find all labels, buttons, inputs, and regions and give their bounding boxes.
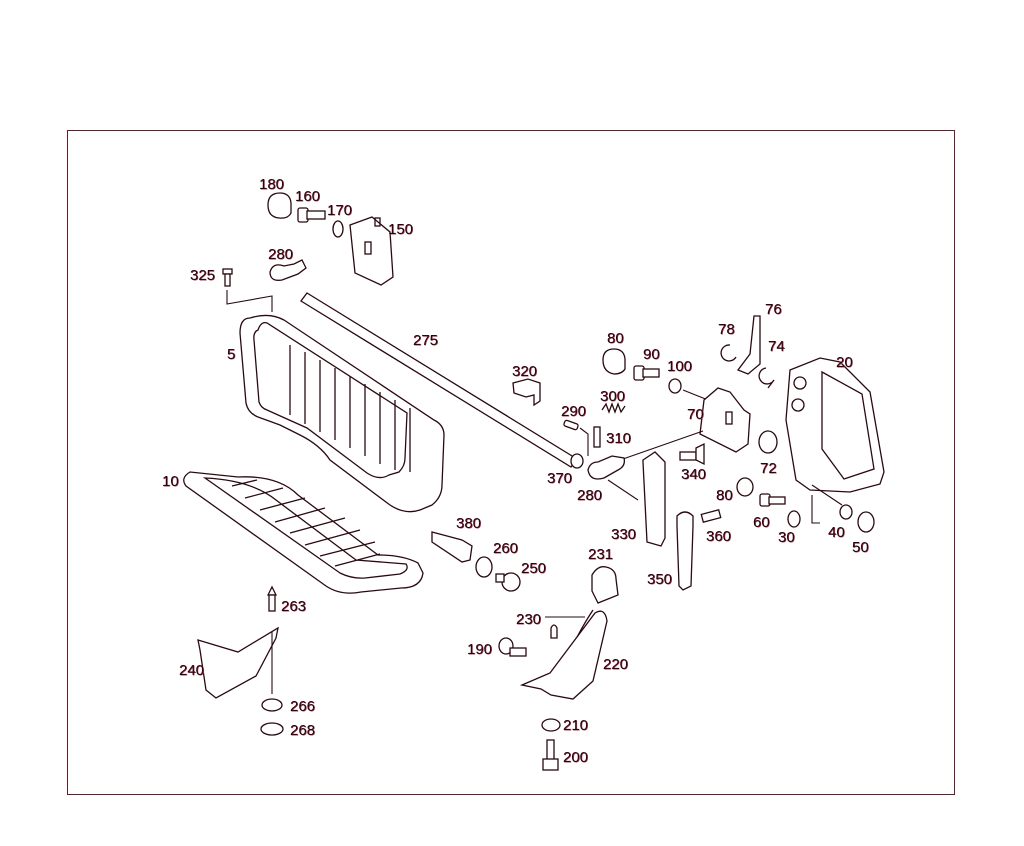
part-label-74[interactable]: 74 (768, 338, 785, 355)
grommet-72-icon (758, 430, 778, 454)
part-label-80[interactable]: 80 (716, 487, 733, 504)
part-label-260[interactable]: 260 (493, 540, 519, 557)
bushing-50-icon (857, 511, 875, 533)
mount-266-icon (261, 698, 283, 712)
washer-268-icon (260, 722, 284, 736)
housing-20-icon (785, 357, 885, 493)
tailgate-panel-5-icon (239, 314, 445, 513)
cap-nut-80-icon (602, 348, 626, 375)
part-label-275[interactable]: 275 (413, 332, 439, 349)
part-label-290[interactable]: 290 (561, 403, 587, 420)
bolt-200-icon (542, 739, 559, 771)
part-label-300[interactable]: 300 (600, 388, 626, 405)
part-label-325[interactable]: 325 (190, 267, 216, 284)
part-label-263[interactable]: 263 (281, 598, 307, 615)
part-label-50[interactable]: 50 (852, 539, 869, 556)
part-label-70[interactable]: 70 (687, 406, 704, 423)
part-label-80[interactable]: 80 (607, 330, 624, 347)
part-label-90[interactable]: 90 (643, 346, 660, 363)
part-label-190[interactable]: 190 (467, 641, 493, 658)
clip-320-icon (512, 378, 541, 407)
part-label-268[interactable]: 268 (290, 722, 316, 739)
floor-panel-10-icon (183, 471, 424, 594)
part-label-5[interactable]: 5 (227, 346, 236, 363)
lever-350-icon (676, 511, 694, 591)
cap-nut-180-icon (267, 192, 292, 219)
part-label-220[interactable]: 220 (603, 656, 629, 673)
bracket-240-icon (197, 626, 279, 699)
part-label-10[interactable]: 10 (162, 473, 179, 490)
plate-150-icon (349, 216, 394, 286)
bushing-370-icon (570, 453, 584, 469)
screw-325-icon (222, 268, 233, 287)
part-label-340[interactable]: 340 (681, 466, 707, 483)
part-label-360[interactable]: 360 (706, 528, 732, 545)
part-label-160[interactable]: 160 (295, 188, 321, 205)
washer-260-icon (475, 556, 493, 578)
bolt-60-icon (759, 493, 786, 507)
part-label-240[interactable]: 240 (179, 662, 205, 679)
lever-280b-icon (587, 455, 626, 480)
part-label-231[interactable]: 231 (588, 546, 614, 563)
washer-210-icon (541, 718, 561, 732)
pin-360-icon (700, 509, 722, 523)
part-label-330[interactable]: 330 (611, 526, 637, 543)
screw-340-icon (679, 442, 705, 466)
part-label-170[interactable]: 170 (327, 202, 353, 219)
part-label-310[interactable]: 310 (606, 430, 632, 447)
part-label-280[interactable]: 280 (577, 487, 603, 504)
washer-40-icon (839, 504, 853, 520)
bolt-250-icon (495, 572, 521, 592)
clip-230-icon (550, 624, 558, 639)
bolt-190-icon (498, 637, 527, 657)
bracket-330-icon (642, 451, 666, 547)
circlip-78-icon (720, 344, 737, 362)
part-label-370[interactable]: 370 (547, 470, 573, 487)
bolt-90-icon (633, 365, 660, 381)
nut-80b-icon (736, 477, 754, 497)
part-label-266[interactable]: 266 (290, 698, 316, 715)
plate-70-icon (699, 387, 751, 453)
washer-100-icon (668, 378, 682, 394)
spring-300-icon (601, 402, 626, 414)
part-label-100[interactable]: 100 (667, 358, 693, 375)
part-label-20[interactable]: 20 (836, 354, 853, 371)
rod-275-icon (300, 292, 578, 468)
hinge-380-icon (431, 531, 473, 563)
lever-76-icon (736, 315, 761, 375)
part-label-210[interactable]: 210 (563, 717, 589, 734)
part-label-230[interactable]: 230 (516, 611, 542, 628)
fastener-263-icon (266, 585, 278, 612)
part-label-78[interactable]: 78 (718, 321, 735, 338)
part-label-280[interactable]: 280 (268, 246, 294, 263)
part-label-60[interactable]: 60 (753, 514, 770, 531)
diagram-frame (67, 130, 955, 795)
spring-clip-74-icon (758, 367, 775, 389)
bolt-160-icon (297, 207, 326, 223)
part-label-200[interactable]: 200 (563, 749, 589, 766)
part-label-350[interactable]: 350 (647, 571, 673, 588)
part-label-380[interactable]: 380 (456, 515, 482, 532)
pin-290-icon (563, 419, 579, 431)
part-label-250[interactable]: 250 (521, 560, 547, 577)
part-label-72[interactable]: 72 (760, 460, 777, 477)
part-label-40[interactable]: 40 (828, 524, 845, 541)
part-label-180[interactable]: 180 (259, 176, 285, 193)
part-label-76[interactable]: 76 (765, 301, 782, 318)
part-label-30[interactable]: 30 (778, 529, 795, 546)
washer-170-icon (332, 220, 344, 238)
washer-30-icon (787, 510, 801, 528)
pin-310-icon (593, 426, 601, 448)
part-label-320[interactable]: 320 (512, 363, 538, 380)
part-label-150[interactable]: 150 (388, 221, 414, 238)
lever-280-icon (269, 259, 307, 281)
clamp-231-icon (591, 566, 619, 604)
bracket-220-icon (519, 610, 608, 700)
